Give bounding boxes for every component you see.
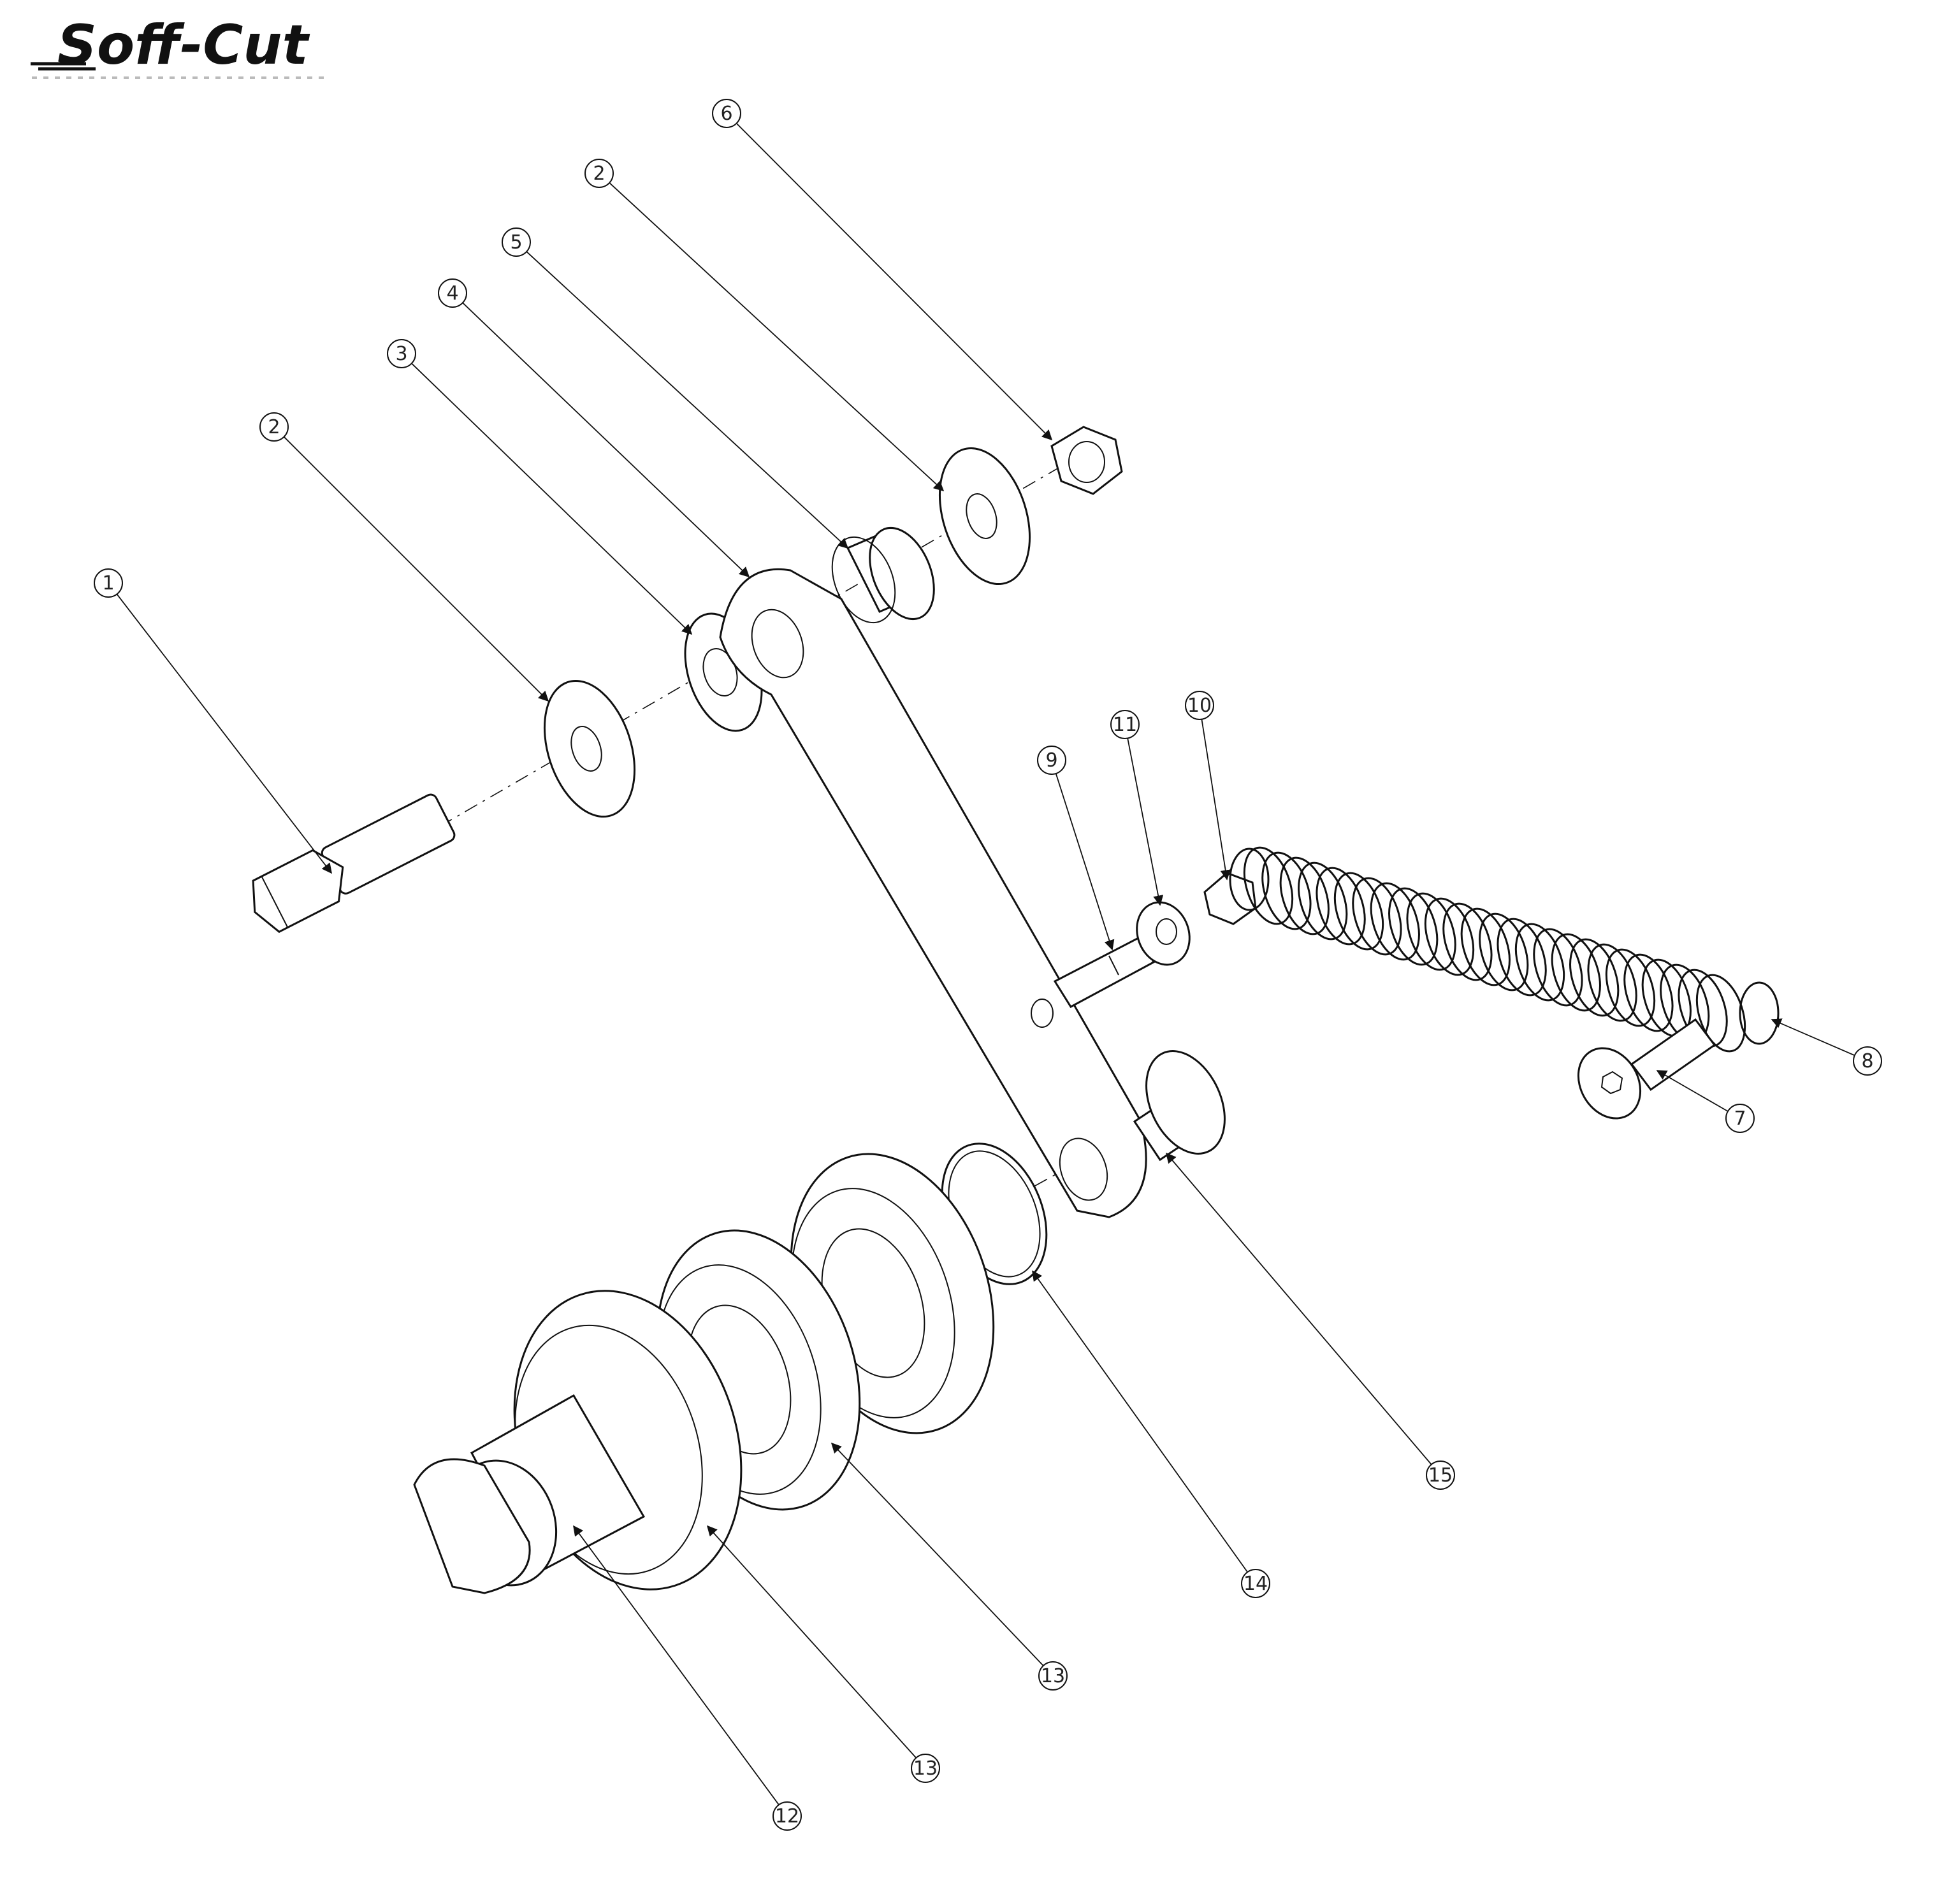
callout-number: 5: [510, 231, 522, 254]
callout-balloon: [438, 278, 467, 308]
flanged-shaft-part: [1133, 1050, 1226, 1162]
bushing-part: [831, 526, 935, 624]
leader-line: [411, 363, 693, 635]
callout-number: 6: [720, 103, 732, 125]
leader-line: [526, 251, 849, 549]
leader-line: [1771, 1018, 1855, 1057]
callout-number: 13: [913, 1757, 938, 1780]
collar-part: [1136, 901, 1191, 966]
callout-number: 14: [1244, 1573, 1268, 1595]
leader-line: [736, 122, 1053, 441]
leader-line: [706, 1525, 917, 1759]
callout-balloon: [772, 1801, 802, 1831]
callout-balloon: [1725, 1104, 1755, 1133]
hex-nut-part: [1050, 426, 1123, 495]
leader-line: [609, 182, 945, 492]
callout-balloon: [1426, 1460, 1455, 1490]
leader-line: [462, 302, 750, 578]
leader-line: [1656, 1070, 1729, 1112]
callout-number: 2: [268, 416, 280, 438]
callout-balloon: [712, 99, 741, 128]
callout-balloon: [1110, 710, 1140, 739]
callout-number: 9: [1045, 749, 1057, 772]
callout-balloon: [1853, 1046, 1882, 1076]
callout-number: 7: [1734, 1107, 1746, 1130]
callout-number: 12: [775, 1805, 799, 1828]
callout-number: 15: [1428, 1464, 1453, 1487]
socket-cap-screw-part: [1577, 1018, 1716, 1120]
callout-balloon: [1185, 691, 1214, 720]
callout-balloon: [1037, 746, 1066, 775]
callout-balloon: [259, 412, 289, 442]
callout-number: 3: [395, 343, 407, 365]
leader-line: [573, 1525, 780, 1805]
leader-line: [283, 436, 549, 702]
callout-number: 8: [1861, 1050, 1873, 1072]
callout-balloon: [911, 1754, 940, 1783]
callout-number: 13: [1041, 1665, 1065, 1687]
leader-line: [116, 593, 332, 874]
callout-number: 1: [102, 572, 114, 595]
callout-number: 2: [593, 162, 605, 185]
callout-number: 11: [1113, 714, 1137, 736]
roller-shaft-part: [413, 1290, 743, 1594]
extension-spring-part: [1229, 846, 1780, 1053]
spring-coil: [1695, 974, 1746, 1053]
leader-line: [830, 1442, 1044, 1666]
leader-line: [1032, 1270, 1248, 1573]
flat-washer-top: [938, 447, 1031, 586]
callout-number: 10: [1187, 695, 1212, 717]
callout-balloon: [1038, 1661, 1068, 1691]
flat-washer-left: [543, 679, 636, 818]
soff-cut-logo: Soff-Cut: [31, 13, 325, 79]
hex-bolt-part: [252, 793, 456, 934]
link-arm-part: [719, 568, 1147, 1218]
callout-balloon: [502, 227, 531, 257]
leader-line: [1201, 719, 1231, 881]
spring-hook: [1739, 981, 1780, 1045]
leader-line: [1055, 773, 1115, 951]
callout-balloon: [94, 568, 123, 598]
pin-part: [1053, 935, 1155, 1008]
callout-balloon: [387, 339, 416, 368]
leader-line: [1165, 1152, 1432, 1465]
callout-number: 4: [446, 282, 458, 305]
leader-line: [1127, 738, 1164, 906]
brand-name: Soff-Cut: [57, 13, 310, 77]
callout-balloon: [584, 159, 614, 188]
callout-balloon: [1241, 1569, 1270, 1598]
